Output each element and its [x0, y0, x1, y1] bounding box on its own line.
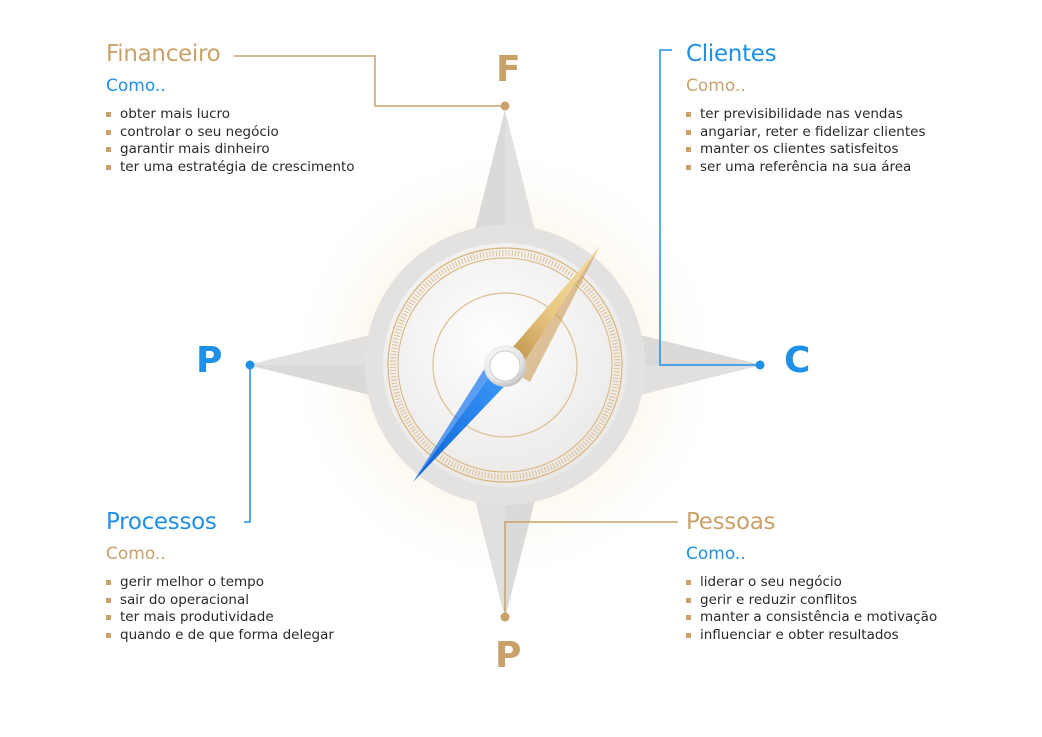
letter-right: C	[784, 340, 811, 381]
letter-bottom: P	[495, 635, 522, 676]
list-item: liderar o seu negócio	[686, 574, 937, 592]
connector-financeiro	[234, 55, 502, 107]
list-item: angariar, reter e fidelizar clientes	[686, 124, 925, 142]
list-item: quando e de que forma delegar	[106, 627, 334, 645]
section-title: Clientes	[686, 41, 777, 67]
connector-pessoas	[504, 521, 678, 616]
section-pessoas: Pessoas Como.. liderar o seu negócio ger…	[686, 508, 937, 645]
list-item: gerir e reduzir conflitos	[686, 592, 937, 610]
connector-dots	[245, 101, 765, 622]
list-item: ser uma referência na sua área	[686, 159, 925, 177]
section-title: Processos	[106, 509, 217, 535]
list-item: controlar o seu negócio	[106, 124, 355, 142]
list-item: garantir mais dinheiro	[106, 141, 355, 159]
list-item: sair do operacional	[106, 592, 334, 610]
section-list: obter mais lucro controlar o seu negócio…	[106, 106, 355, 177]
list-item: ter previsibilidade nas vendas	[686, 106, 925, 124]
section-list: liderar o seu negócio gerir e reduzir co…	[686, 574, 937, 645]
section-subtitle: Como..	[686, 544, 746, 564]
letter-top: F	[496, 49, 521, 90]
list-item: obter mais lucro	[106, 106, 355, 124]
section-list: gerir melhor o tempo sair do operacional…	[106, 574, 334, 645]
letter-left: P	[196, 340, 223, 381]
section-list: ter previsibilidade nas vendas angariar,…	[686, 106, 925, 177]
section-clientes: Clientes Como.. ter previsibilidade nas …	[686, 40, 925, 177]
list-item: influenciar e obter resultados	[686, 627, 937, 645]
section-subtitle: Como..	[106, 544, 166, 564]
connector-processos	[244, 365, 251, 523]
list-item: gerir melhor o tempo	[106, 574, 334, 592]
list-item: ter uma estratégia de crescimento	[106, 159, 355, 177]
list-item: manter a consistência e motivação	[686, 609, 937, 627]
section-subtitle: Como..	[106, 76, 166, 96]
connector-lines	[234, 49, 760, 616]
compass-needle	[413, 246, 600, 482]
section-processos: Processos Como.. gerir melhor o tempo sa…	[106, 508, 334, 645]
section-subtitle: Como..	[686, 76, 746, 96]
list-item: ter mais produtividade	[106, 609, 334, 627]
connector-clientes	[659, 49, 760, 366]
section-financeiro: Financeiro Como.. obter mais lucro contr…	[106, 40, 355, 177]
section-title: Pessoas	[686, 509, 776, 535]
section-title: Financeiro	[106, 41, 221, 67]
list-item: manter os clientes satisfeitos	[686, 141, 925, 159]
